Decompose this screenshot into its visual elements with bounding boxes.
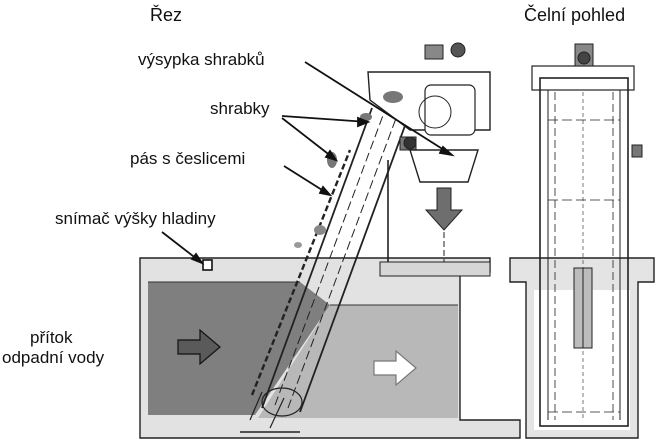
label-discharge: výsypka shrabků xyxy=(138,50,265,69)
level-sensor xyxy=(202,259,213,271)
label-belt: pás s česlicemi xyxy=(130,149,245,168)
label-screenings: shrabky xyxy=(210,99,270,118)
discharge-arrow xyxy=(424,187,464,231)
discharge-hopper xyxy=(409,149,479,183)
title-section: Řez xyxy=(150,5,182,25)
label-inflow-2: odpadní vody xyxy=(2,348,105,367)
ground-right xyxy=(379,261,491,277)
screening-blob xyxy=(360,113,372,121)
title-front-view: Čelní pohled xyxy=(524,4,625,25)
belt-screen xyxy=(240,107,411,433)
screening-blob xyxy=(314,225,326,235)
label-pointers xyxy=(161,61,455,265)
label-inflow-1: přítok xyxy=(30,328,73,347)
drive-housing xyxy=(367,42,491,151)
outflow-arrow xyxy=(373,349,417,387)
inflow-arrow xyxy=(177,328,221,366)
section-view: Řez výsypka shrabků shrabky pás s česlic… xyxy=(2,5,521,439)
label-level-sensor: snímač výšky hladiny xyxy=(55,209,216,228)
front-view: Čelní pohled xyxy=(509,4,655,439)
screening-blob xyxy=(294,242,302,248)
front-frame xyxy=(531,43,643,427)
